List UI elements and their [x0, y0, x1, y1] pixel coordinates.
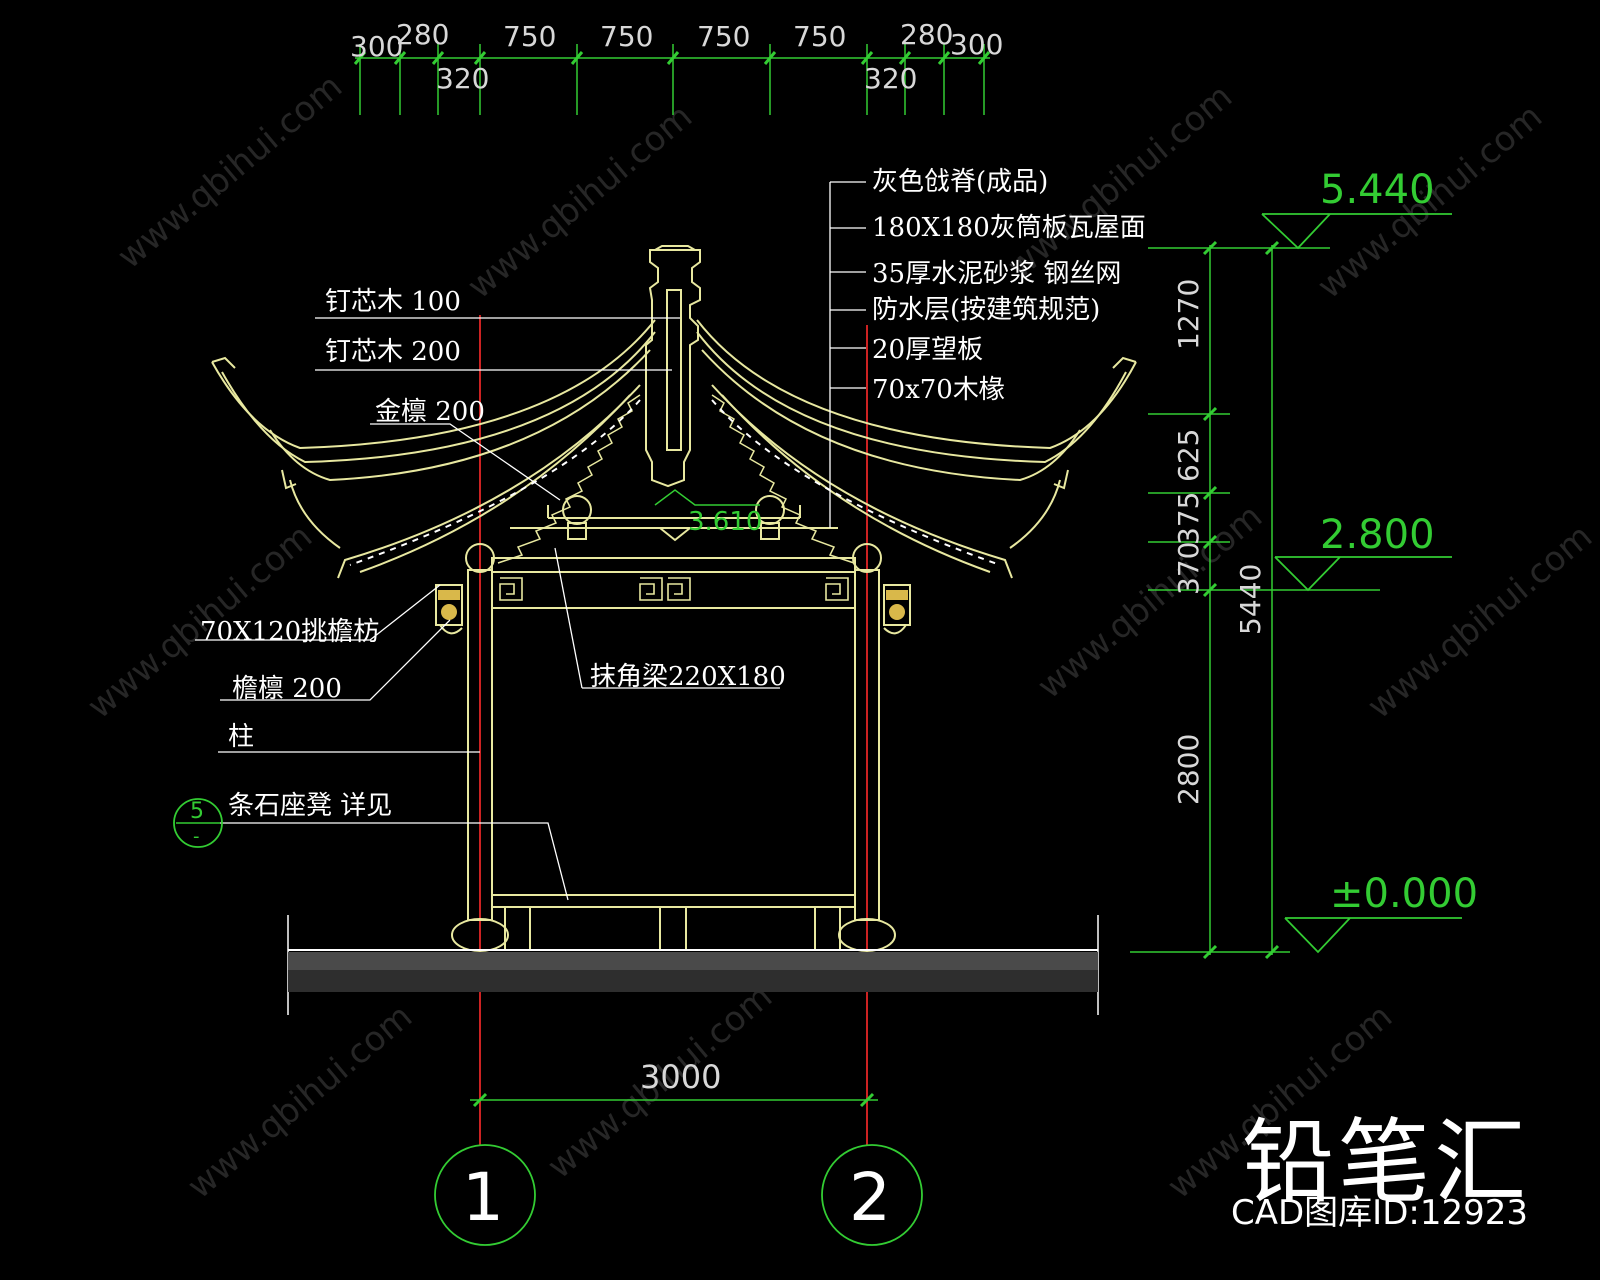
- top-dimension-labels: 300 280 750 750 750 750 280 300 320 320: [350, 18, 1003, 95]
- dim-top-10: 320: [864, 62, 917, 95]
- axis-lines: [479, 315, 868, 1145]
- dim-top-4: 750: [600, 20, 653, 53]
- dim-vert-370: 370: [1172, 542, 1205, 595]
- roof-tile-highlights: [349, 399, 1001, 566]
- label-wang-ban: 20厚望板: [872, 335, 983, 365]
- label-wa: 180X180灰筒板瓦屋面: [872, 213, 1146, 243]
- roof: [211, 319, 1137, 579]
- label-zhu: 柱: [228, 722, 254, 752]
- dim-vert-375: 375: [1172, 492, 1205, 545]
- detail-ref-number: 5: [190, 799, 204, 824]
- dim-top-6: 750: [793, 20, 846, 53]
- label-ji: 灰色戗脊(成品): [872, 167, 1048, 197]
- label-tiao-yan-fang: 70X120挑檐枋: [200, 617, 379, 647]
- axis-label-2: 2: [849, 1159, 891, 1236]
- label-yan-lin: 檐檩 200: [232, 674, 342, 704]
- dim-vert-625: 625: [1172, 429, 1205, 482]
- label-fang-shui: 防水层(按建筑规范): [872, 295, 1100, 325]
- detail-reference-bubble: 5 -: [173, 798, 223, 848]
- dim-top-9: 320: [436, 62, 489, 95]
- svg-text:www.qbihui.com: www.qbihui.com: [460, 96, 700, 306]
- svg-text:www.qbihui.com: www.qbihui.com: [180, 996, 420, 1206]
- main-frame: [435, 557, 911, 952]
- elevation-top: 5.440: [1320, 167, 1435, 213]
- elevation-ground: ±0.000: [1330, 871, 1478, 917]
- leader-lines: [195, 181, 866, 901]
- dim-vert-5440: 5440: [1234, 564, 1267, 635]
- vertical-dimension-labels: 1270 625 375 370 2800 5440: [1172, 279, 1267, 805]
- dim-top-2: 280: [396, 18, 449, 51]
- elevation-eave: 2.800: [1320, 512, 1435, 558]
- dim-top-8: 300: [950, 28, 1003, 61]
- ridge-elevation-value: 3.610: [688, 507, 762, 537]
- axis-bubble-2: 2: [821, 1144, 923, 1246]
- purlins: [465, 495, 882, 573]
- bracket-ornaments: [438, 590, 908, 620]
- dim-vert-1270: 1270: [1172, 279, 1205, 350]
- upper-beam: [510, 505, 838, 542]
- right-labels: 灰色戗脊(成品) 180X180灰筒板瓦屋面 35厚水泥砂浆 钢丝网 防水层(按…: [872, 167, 1146, 405]
- dim-top-5: 750: [697, 20, 750, 53]
- label-ding-xin-mu-100: 钉芯木 100: [325, 287, 461, 317]
- svg-text:www.qbihui.com: www.qbihui.com: [110, 66, 350, 276]
- top-dimension-chain: [353, 44, 991, 115]
- vertical-dimension-chains: [1130, 240, 1380, 960]
- ridge-finial: [645, 245, 701, 488]
- fret-ornaments: [499, 577, 849, 601]
- axis-label-1: 1: [462, 1159, 504, 1236]
- dim-vert-2800: 2800: [1172, 734, 1205, 805]
- label-sha-jiang: 35厚水泥砂浆 钢丝网: [872, 259, 1121, 289]
- label-chuan: 70x70木椽: [872, 375, 1005, 405]
- axis-bubble-1: 1: [434, 1144, 536, 1246]
- elevation-labels: 5.440 2.800 ±0.000: [1320, 167, 1478, 917]
- watermark-id: CAD图库ID:12923: [1230, 1193, 1528, 1233]
- left-labels: 钉芯木 100 钉芯木 200 金檩 200 70X120挑檐枋 檐檩 200 …: [200, 287, 485, 821]
- ground: [287, 915, 1099, 1015]
- dim-top-3: 750: [503, 20, 556, 53]
- label-ding-xin-mu-200: 钉芯木 200: [325, 337, 461, 367]
- bottom-dimension: [470, 1092, 878, 1108]
- dim-top-1: 300: [350, 30, 403, 63]
- detail-ref-sheet: -: [193, 826, 200, 847]
- label-jin-lin: 金檩 200: [375, 397, 485, 427]
- ridge-elevation-marker: [654, 489, 760, 506]
- label-mo-jiao-liang: 抹角梁220X180: [590, 662, 786, 692]
- label-tiao-shi-zuo-deng: 条石座凳 详见: [228, 791, 392, 821]
- watermark-brand: 铅笔汇: [1241, 1109, 1530, 1216]
- dim-bottom-3000: 3000: [640, 1058, 721, 1096]
- elevation-markers: [1261, 213, 1462, 954]
- dim-top-7: 280: [900, 18, 953, 51]
